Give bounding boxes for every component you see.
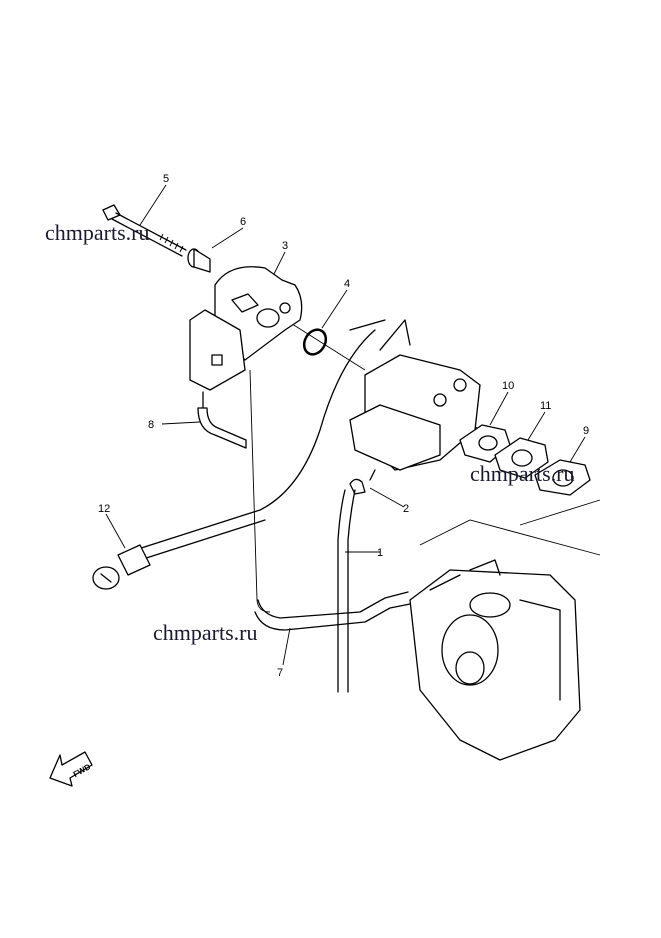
hose-8 [197, 391, 247, 449]
callout-6: 6 [240, 216, 246, 228]
carburetor [349, 319, 481, 481]
fwd-direction-arrow: FWD [49, 751, 93, 787]
callout-5: 5 [163, 173, 169, 185]
callout-12: 12 [98, 503, 110, 515]
callout-2: 2 [403, 503, 409, 515]
reference-line [419, 519, 601, 556]
collar-6 [187, 248, 211, 273]
callout-4: 4 [344, 278, 350, 290]
gasket-9 [534, 459, 591, 496]
callout-3: 3 [282, 240, 288, 252]
callout-8: 8 [148, 419, 154, 431]
choke-knob-12 [92, 329, 376, 590]
intake-silencer-3 [189, 266, 303, 391]
watermark: chmparts.ru [153, 620, 258, 645]
callout-10: 10 [502, 380, 514, 392]
watermark: chmparts.ru [45, 220, 150, 245]
gasket-11 [494, 437, 549, 479]
o-ring-4 [302, 328, 328, 356]
callout-11: 11 [540, 400, 551, 412]
hose-7 [257, 591, 409, 619]
crankcase-block [409, 559, 581, 761]
callout-numbers: 1 2 3 4 5 6 7 8 9 10 11 12 [98, 173, 589, 679]
callout-7: 7 [277, 667, 283, 679]
callout-9: 9 [583, 425, 589, 437]
callout-1: 1 [377, 547, 383, 559]
clip-2 [349, 478, 366, 495]
hose-1 [337, 489, 346, 693]
bolt-5 [102, 204, 187, 257]
watermark: chmparts.ru [470, 461, 575, 486]
